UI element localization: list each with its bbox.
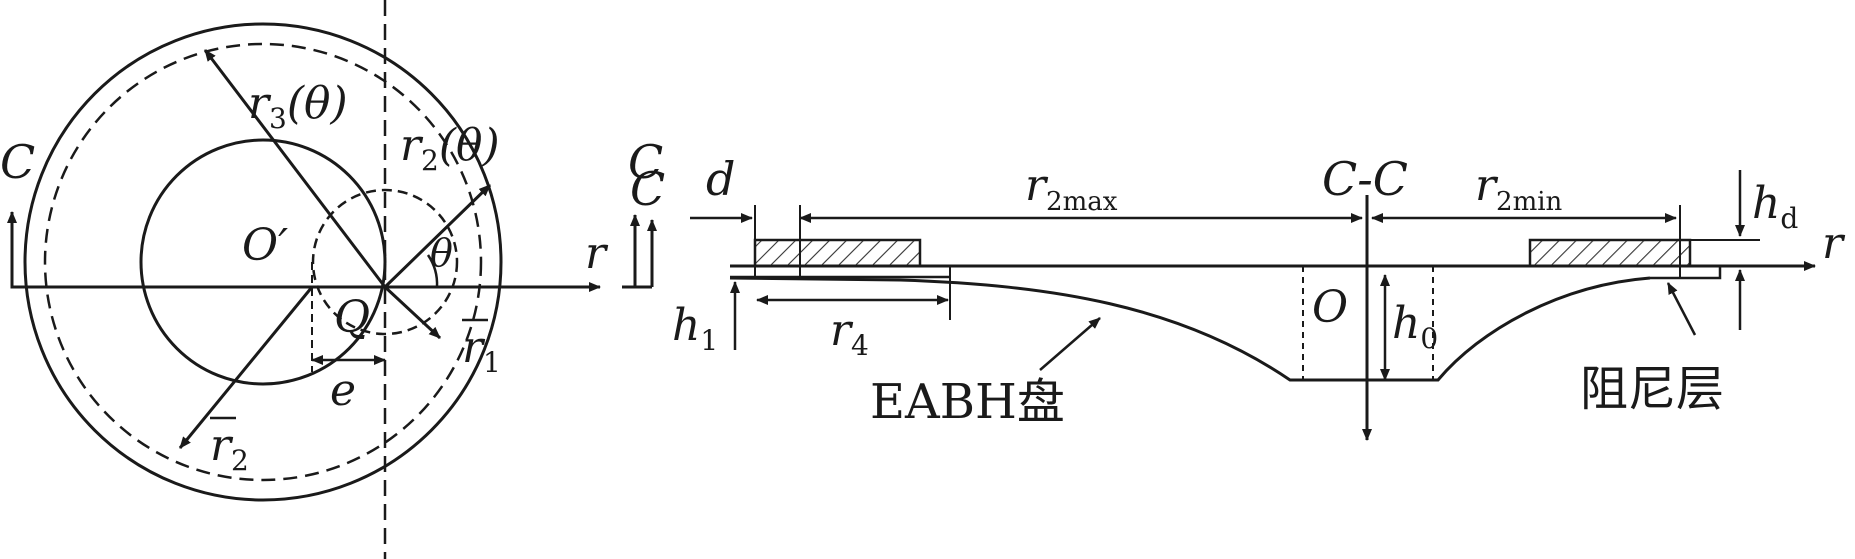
section-letter-right: C: [628, 135, 663, 189]
eccentricity-label: e: [330, 365, 356, 416]
r3-radius-arrow: [203, 49, 387, 288]
center-offset-label: O′: [242, 220, 288, 271]
plate-right-edge: [1650, 264, 1722, 280]
r2min-label: r2min: [1475, 160, 1563, 217]
d-label: d: [706, 152, 735, 206]
section-title: C-C: [1322, 152, 1408, 206]
left-axis-r-label: r: [585, 228, 609, 279]
r2max-label: r2max: [1025, 160, 1118, 217]
r2-theta-label: r2(θ): [400, 120, 500, 177]
section-line-right-end: [610, 212, 652, 287]
section-view: C: [630, 152, 1846, 441]
damping-leader: [1666, 282, 1697, 336]
r2bar-radius-arrow: [178, 286, 314, 449]
h0-label: h0: [1392, 298, 1438, 355]
right-axis-r-label: r: [1822, 218, 1846, 269]
eabh-disc-label: EABH盘: [870, 374, 1065, 430]
damping-layer-left: [753, 238, 922, 268]
eabh-leader: [1039, 317, 1101, 371]
damping-layer-label: 阻尼层: [1580, 361, 1724, 417]
hd-label: hd: [1752, 178, 1798, 235]
damping-layer-right: [1528, 238, 1692, 268]
section-c-letter: C: [630, 162, 665, 216]
r3-dashed-circle: [43, 42, 483, 482]
theta-arc: [426, 254, 439, 288]
section-letter-left: C: [0, 135, 35, 189]
origin-label: O: [1312, 282, 1348, 333]
r2-radius-arrow: [383, 183, 492, 289]
outer-edge-circle: [23, 22, 503, 502]
center-q-label: Q: [334, 292, 370, 343]
r2bar-label: r2: [210, 420, 249, 477]
plan-view: C C r O′ Q r3(θ) r2(θ) θ r1 r2 e: [0, 0, 663, 559]
section-line: [7, 211, 590, 289]
r3-theta-label: r3(θ): [248, 78, 348, 135]
eabh-profile: [729, 276, 1651, 382]
r2-inner-circle: [139, 138, 387, 386]
r1bar-radius-arrow: [383, 285, 442, 340]
r1bar-label: r1: [462, 322, 501, 379]
theta-label: θ: [430, 231, 453, 275]
h1-label: h1: [672, 300, 718, 357]
r4-label: r4: [830, 305, 869, 362]
